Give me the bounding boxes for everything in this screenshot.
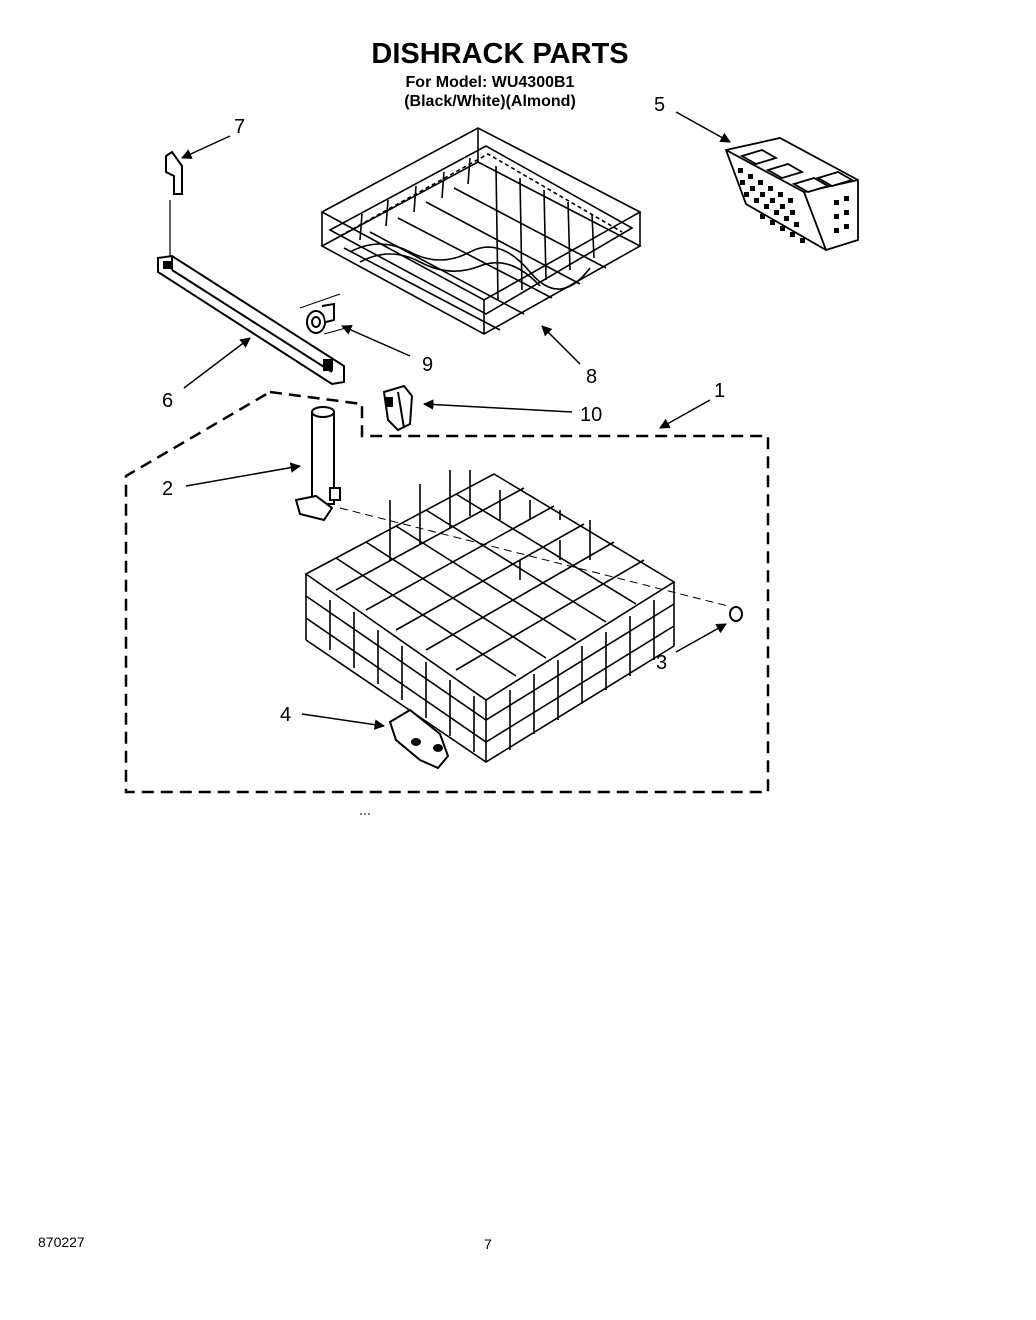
leader-lines	[181, 111, 731, 730]
leader-4	[301, 713, 386, 730]
callout-6: 6	[162, 390, 174, 412]
part-10-stop-clip	[382, 384, 414, 432]
callout-3: 3	[656, 652, 668, 674]
leader-5	[675, 111, 731, 143]
leader-9	[341, 325, 411, 357]
callout-10: 10	[580, 404, 603, 426]
part-1-lower-rack	[304, 470, 676, 763]
axis-line	[339, 507, 729, 607]
part-4-wheel-clip	[388, 708, 450, 770]
part-3-roller-end	[729, 606, 743, 622]
part-5-basket	[724, 137, 859, 251]
page-title: DISHRACK PARTS	[371, 38, 629, 70]
callout-2: 2	[162, 478, 174, 500]
leader-8	[541, 325, 581, 365]
assembly-boundary	[124, 390, 770, 794]
model-line: For Model: WU4300B1	[405, 74, 575, 91]
callout-8: 8	[586, 366, 598, 388]
page-number: 7	[484, 1236, 492, 1252]
part-6-rail	[157, 254, 345, 386]
doc-number: 870227	[38, 1234, 85, 1250]
leader-2	[185, 462, 302, 487]
part-8-upper-rack	[320, 127, 642, 335]
part-7-hook-clip	[165, 150, 183, 256]
leader-6	[183, 337, 251, 389]
part-9-roller	[299, 293, 347, 335]
part-2-wheel-post	[294, 406, 341, 522]
callout-4: 4	[280, 704, 292, 726]
callout-1: 1	[714, 380, 726, 402]
leader-1	[659, 399, 711, 429]
leader-7	[181, 135, 231, 159]
callout-9: 9	[422, 354, 434, 376]
leader-10	[422, 399, 573, 413]
leader-3	[675, 623, 727, 653]
callout-5: 5	[654, 94, 666, 116]
callout-7: 7	[234, 116, 246, 138]
colors-line: (Black/White)(Almond)	[404, 93, 576, 110]
